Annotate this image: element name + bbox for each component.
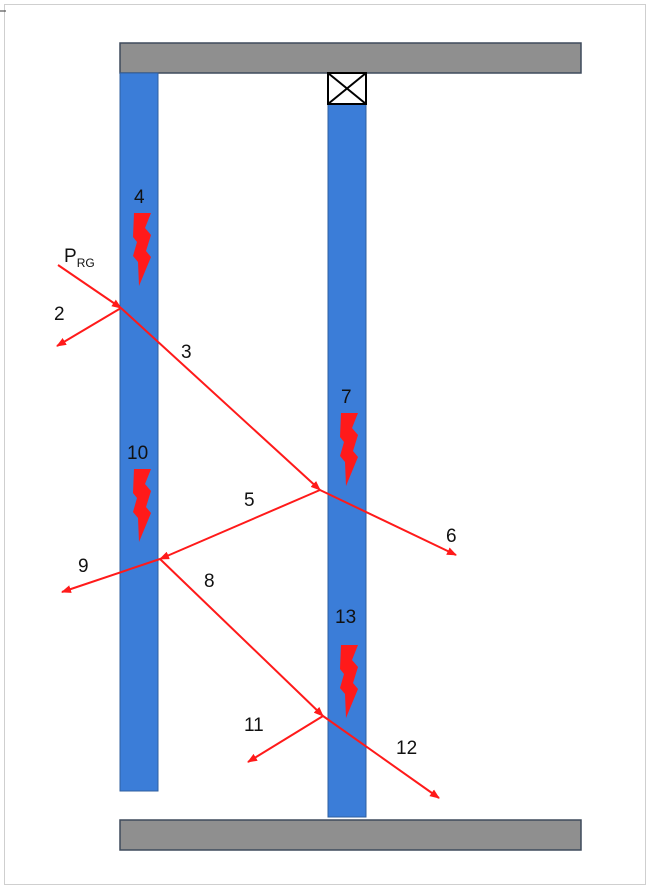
label-10: 10	[127, 443, 148, 464]
figure-frame	[4, 4, 646, 885]
ray-8	[159, 558, 324, 717]
label-2: 2	[54, 304, 65, 325]
lightning-bolt-icon	[133, 469, 151, 542]
ray-11	[247, 715, 324, 763]
label-3: 3	[181, 342, 192, 363]
lightning-bolt-icon	[133, 213, 151, 286]
label-7: 7	[341, 387, 352, 408]
ray-6	[319, 489, 457, 556]
ray-5	[159, 489, 321, 560]
label-8: 8	[204, 571, 215, 592]
label-5: 5	[244, 490, 255, 511]
label-9: 9	[78, 556, 89, 577]
label-13: 13	[335, 607, 356, 628]
ray-2	[56, 307, 122, 347]
label-4: 4	[134, 187, 145, 208]
label-6: 6	[446, 526, 457, 547]
ray-12	[322, 715, 440, 799]
ray-9	[61, 558, 161, 593]
top-plate	[119, 42, 582, 74]
incident-label: PRG	[64, 246, 95, 270]
label-11: 11	[244, 715, 264, 736]
lightning-bolt-icon	[340, 413, 358, 486]
ray-3	[120, 307, 321, 491]
hinge-icon	[327, 72, 367, 105]
label-12: 12	[396, 738, 417, 759]
bottom-plate	[119, 819, 582, 851]
ray-incident	[57, 264, 122, 309]
left-panel	[119, 72, 159, 792]
lightning-bolt-icon	[340, 645, 358, 718]
